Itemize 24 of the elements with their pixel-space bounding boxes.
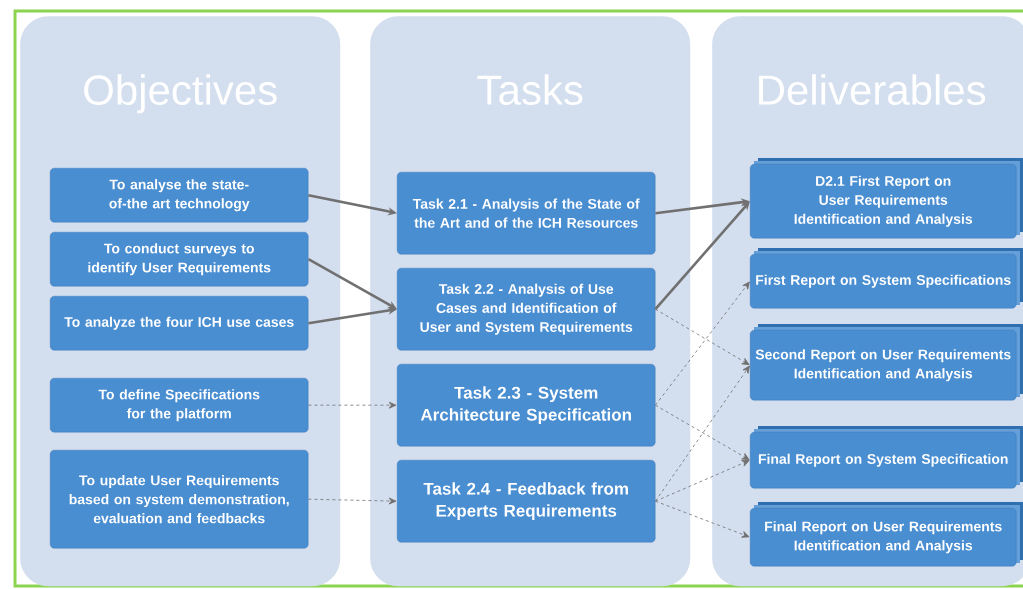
arrow (655, 308, 750, 366)
document-stack: D2.1 First Report on User Requirements Identification and Analysis (750, 158, 1023, 239)
task-box: Task 2.1 - Analysis of the State of the Art and of the ICH Resources (397, 172, 656, 255)
task-box: Task 2.2 - Analysis of Use Cases and Identification of User and System Requirements (397, 268, 656, 351)
arrow (655, 365, 750, 502)
arrow (655, 281, 750, 406)
objective-box: To update User Requirements based on system demonstration, evaluation and feedbacks (50, 450, 309, 549)
objective-box: To define Specifications for the platform (50, 378, 309, 433)
task-box: Task 2.3 - System Architecture Specification (397, 364, 656, 447)
arrow (654, 201, 750, 311)
document-stack: Second Report on User Requirements Identification and Analysis (750, 324, 1023, 401)
document-stack: Final Report on System Specification (750, 426, 1023, 489)
task-box: Task 2.4 - Feedback from Experts Requirements (397, 460, 656, 543)
arrow (655, 500, 750, 538)
objective-box: To analyze the four ICH use cases (50, 296, 309, 351)
arrow (307, 258, 397, 310)
objective-box: To analyse the state-of-the art technology (50, 168, 309, 223)
arrow (655, 460, 750, 502)
document-stack: First Report on System Specifications (750, 248, 1023, 309)
arrow (308, 401, 397, 409)
arrow (308, 497, 397, 505)
arrow (655, 404, 750, 461)
document-stack: Final Report on User Requirements Identification and Analysis (750, 502, 1023, 567)
objective-box: To conduct surveys to identify User Requirements (50, 232, 309, 287)
